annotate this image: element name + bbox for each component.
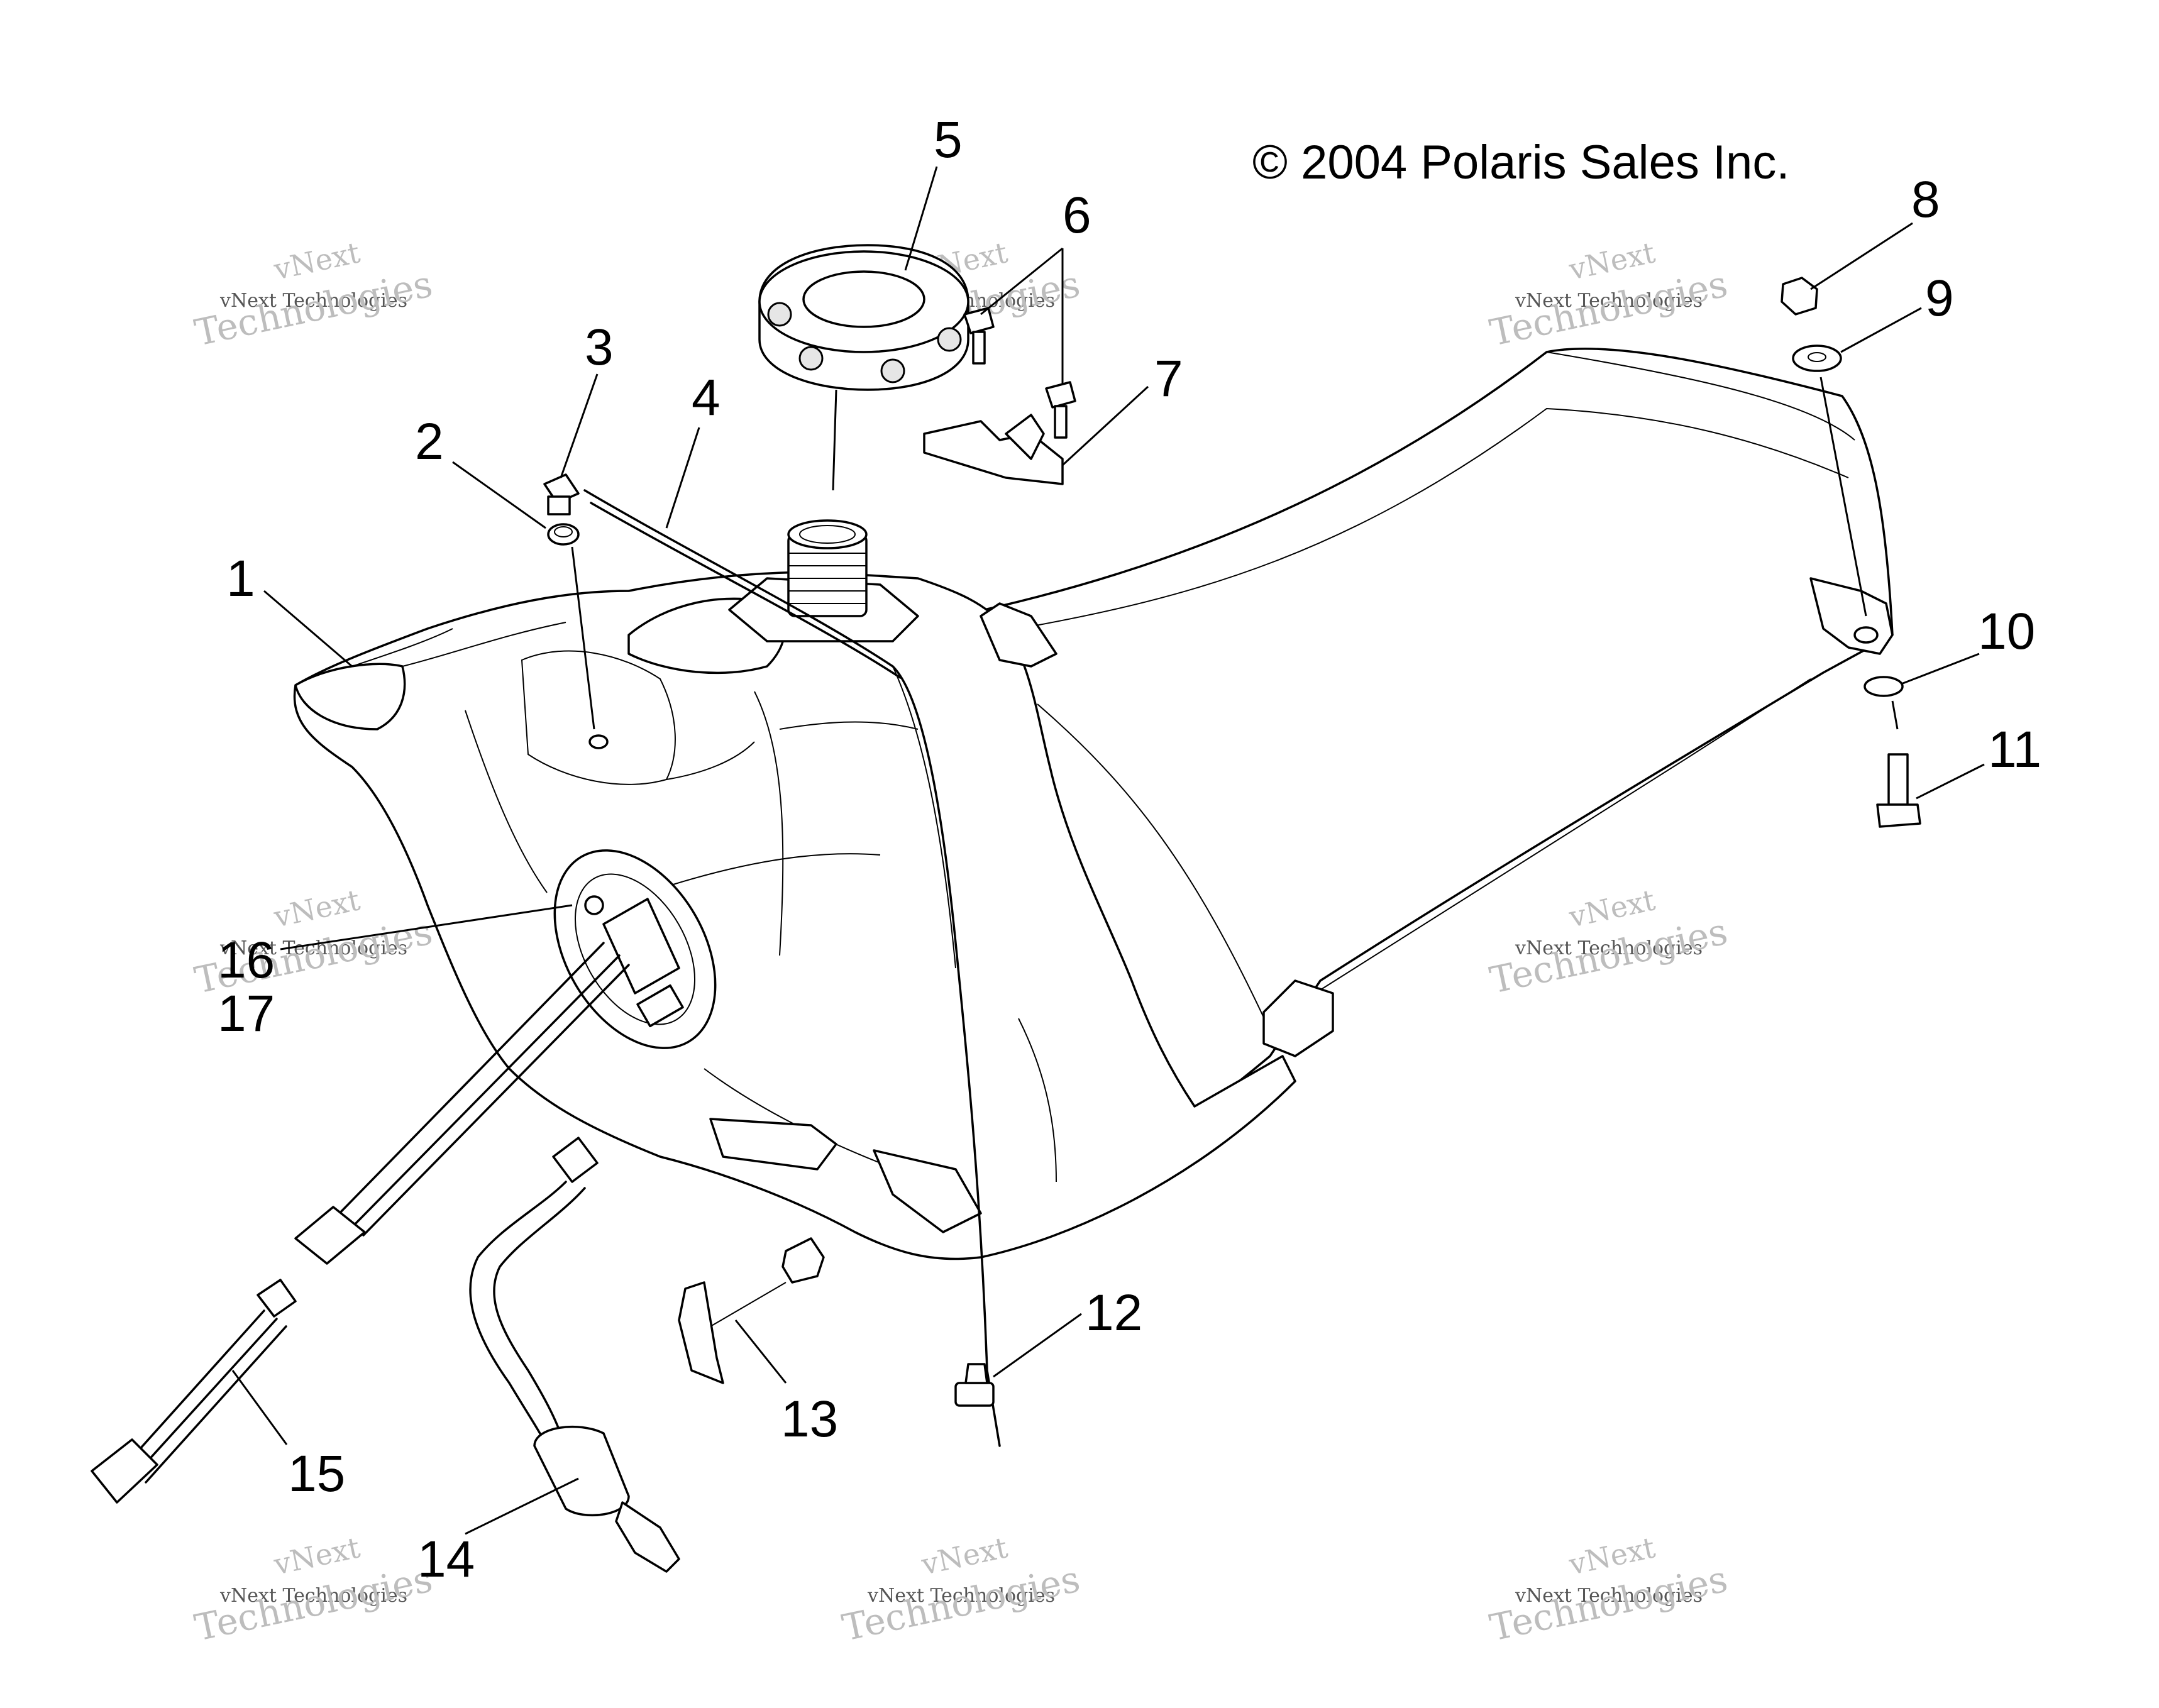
vent-hose [583, 489, 1001, 1447]
vent-fitting [543, 473, 595, 730]
hose-clamp [954, 1363, 995, 1407]
callout-labels: 1 2 3 4 5 6 7 8 9 10 11 12 13 14 15 16 1… [218, 111, 2041, 1588]
callout-5: 5 [934, 111, 963, 168]
pump-harness [294, 942, 630, 1265]
leader-lines [231, 166, 1985, 1535]
bracket [923, 414, 1064, 485]
fuel-tank [293, 347, 1894, 1260]
callout-6: 6 [1063, 187, 1091, 244]
adapter-harness [91, 1279, 297, 1504]
callout-14: 14 [417, 1531, 475, 1588]
watermark-line2: vNext Technologies [219, 1585, 407, 1607]
callout-10: 10 [1978, 603, 2035, 660]
callout-15: 15 [288, 1445, 345, 1502]
callout-12: 12 [1085, 1284, 1142, 1342]
watermark-line2: vNext Technologies [219, 290, 407, 312]
watermark-line2: vNext Technologies [867, 1585, 1055, 1607]
watermark-line2: vNext Technologies [1515, 1585, 1703, 1607]
copyright-notice: © 2004 Polaris Sales Inc. [1252, 136, 1789, 189]
fuel-filter-line [469, 1137, 680, 1573]
watermark-line2: vNext Technologies [1515, 290, 1703, 312]
callout-4: 4 [692, 369, 721, 426]
watermark-line2: vNext Technologies [219, 937, 407, 959]
callout-3: 3 [585, 319, 614, 376]
fuel-cap [758, 244, 969, 491]
callout-9: 9 [1925, 270, 1954, 327]
callout-16: 16 [218, 932, 275, 989]
callout-7: 7 [1154, 350, 1183, 407]
callout-8: 8 [1911, 171, 1940, 228]
callout-11: 11 [1988, 721, 2041, 778]
callout-2: 2 [415, 413, 444, 470]
callout-13: 13 [781, 1391, 838, 1448]
callout-17: 17 [218, 985, 275, 1042]
callout-1: 1 [226, 550, 255, 607]
mount-hardware [1781, 277, 1921, 828]
screws [963, 307, 1076, 439]
clip-clamp [678, 1237, 825, 1384]
watermark-line2: vNext Technologies [1515, 937, 1703, 959]
